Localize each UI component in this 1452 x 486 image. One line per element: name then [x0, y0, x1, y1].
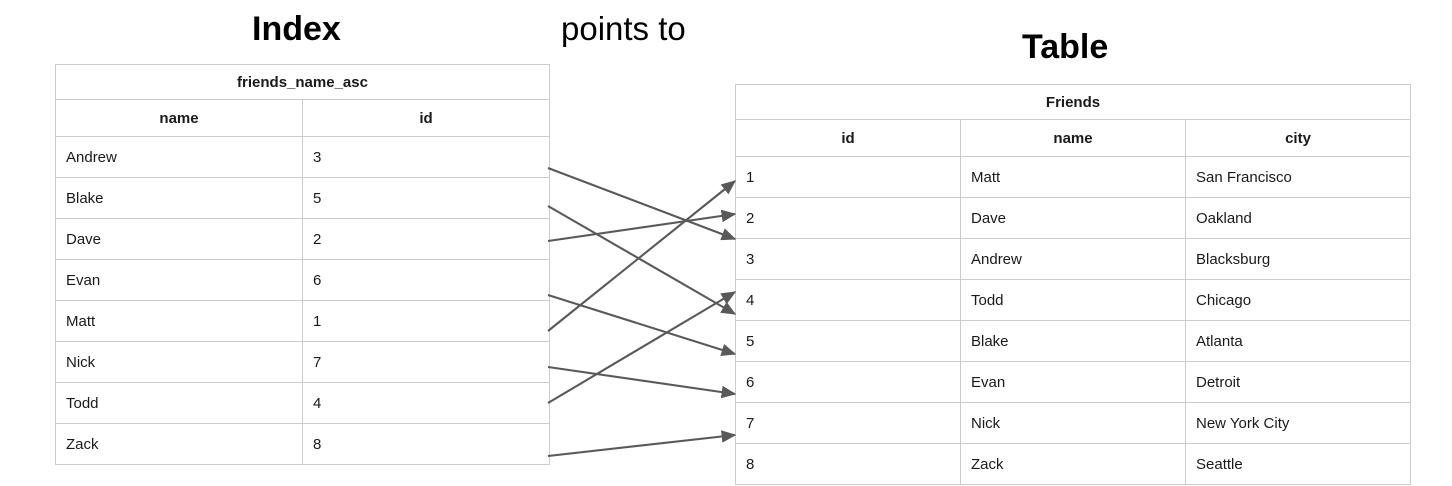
friends-cell-city: Detroit — [1185, 361, 1411, 403]
index-cell-name: Nick — [55, 341, 303, 383]
friends-cell-city: San Francisco — [1185, 156, 1411, 198]
table-row[interactable]: 8 Zack Seattle — [735, 443, 1411, 485]
index-cell-name: Evan — [55, 259, 303, 301]
pointer-arrow — [547, 430, 737, 458]
friends-cell-city: New York City — [1185, 402, 1411, 444]
index-cell-id: 8 — [302, 423, 550, 465]
pointer-arrow — [547, 291, 737, 404]
friends-cell-name: Nick — [960, 402, 1186, 444]
pointer-arrow — [547, 293, 737, 356]
friends-col-header-name: name — [960, 119, 1186, 157]
pointer-arrow — [547, 209, 737, 243]
table-row[interactable]: 4 Todd Chicago — [735, 279, 1411, 321]
pointer-arrow — [547, 180, 736, 332]
table-row[interactable]: Nick 7 — [55, 341, 550, 383]
table-row[interactable]: Matt 1 — [55, 300, 550, 342]
index-cell-name: Zack — [55, 423, 303, 465]
index-title: Index — [252, 10, 341, 48]
friends-cell-id: 7 — [735, 402, 961, 444]
index-cell-name: Matt — [55, 300, 303, 342]
friends-cell-name: Zack — [960, 443, 1186, 485]
pointer-arrow — [547, 205, 737, 315]
index-col-header-id: id — [302, 99, 550, 137]
friends-cell-name: Todd — [960, 279, 1186, 321]
table-row[interactable]: 6 Evan Detroit — [735, 361, 1411, 403]
index-col-header-name: name — [55, 99, 303, 137]
table-row[interactable]: 7 Nick New York City — [735, 402, 1411, 444]
friends-cell-id: 5 — [735, 320, 961, 362]
friends-cell-name: Evan — [960, 361, 1186, 403]
points-to-label: points to — [561, 10, 686, 47]
index-cell-id: 1 — [302, 300, 550, 342]
table-title: Table — [1022, 28, 1109, 66]
friends-table: Friends id name city 1 Matt San Francisc… — [735, 84, 1411, 485]
friends-col-header-id: id — [735, 119, 961, 157]
friends-cell-name: Blake — [960, 320, 1186, 362]
friends-cell-city: Oakland — [1185, 197, 1411, 239]
table-row[interactable]: 1 Matt San Francisco — [735, 156, 1411, 198]
index-cell-id: 4 — [302, 382, 550, 424]
index-table: friends_name_asc name id Andrew 3 Blake … — [55, 64, 550, 465]
friends-cell-city: Atlanta — [1185, 320, 1411, 362]
friends-table-name-row: Friends — [735, 84, 1411, 120]
friends-cell-id: 4 — [735, 279, 961, 321]
index-cell-id: 5 — [302, 177, 550, 219]
friends-header-row: id name city — [735, 119, 1411, 157]
index-cell-name: Dave — [55, 218, 303, 260]
index-cell-id: 2 — [302, 218, 550, 260]
pointer-arrow — [547, 365, 737, 399]
friends-col-header-city: city — [1185, 119, 1411, 157]
friends-cell-city: Blacksburg — [1185, 238, 1411, 280]
index-cell-name: Blake — [55, 177, 303, 219]
friends-cell-id: 6 — [735, 361, 961, 403]
friends-name-cell: Friends — [735, 84, 1411, 120]
friends-cell-id: 3 — [735, 238, 961, 280]
table-row[interactable]: Andrew 3 — [55, 136, 550, 178]
friends-cell-id: 1 — [735, 156, 961, 198]
friends-cell-id: 8 — [735, 443, 961, 485]
index-header-row: name id — [55, 99, 550, 137]
friends-cell-city: Chicago — [1185, 279, 1411, 321]
friends-cell-name: Matt — [960, 156, 1186, 198]
index-cell-id: 6 — [302, 259, 550, 301]
index-table-name-row: friends_name_asc — [55, 64, 550, 100]
friends-cell-id: 2 — [735, 197, 961, 239]
table-row[interactable]: 3 Andrew Blacksburg — [735, 238, 1411, 280]
index-cell-name: Todd — [55, 382, 303, 424]
table-row[interactable]: 2 Dave Oakland — [735, 197, 1411, 239]
friends-cell-city: Seattle — [1185, 443, 1411, 485]
table-row[interactable]: Dave 2 — [55, 218, 550, 260]
pointer-arrow — [547, 167, 737, 241]
index-cell-id: 7 — [302, 341, 550, 383]
index-cell-name: Andrew — [55, 136, 303, 178]
table-row[interactable]: Zack 8 — [55, 423, 550, 465]
table-row[interactable]: Blake 5 — [55, 177, 550, 219]
index-cell-id: 3 — [302, 136, 550, 178]
table-row[interactable]: Evan 6 — [55, 259, 550, 301]
table-row[interactable]: Todd 4 — [55, 382, 550, 424]
index-name-cell: friends_name_asc — [55, 64, 550, 100]
friends-cell-name: Andrew — [960, 238, 1186, 280]
friends-cell-name: Dave — [960, 197, 1186, 239]
table-row[interactable]: 5 Blake Atlanta — [735, 320, 1411, 362]
